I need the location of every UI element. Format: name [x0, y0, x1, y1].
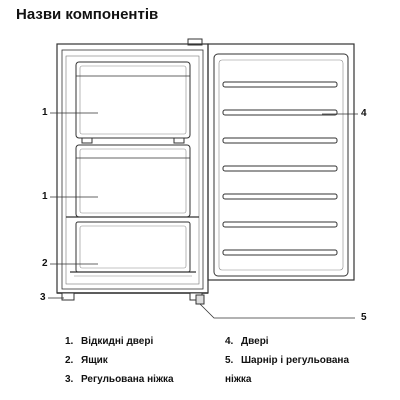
legend-item-flap-door: 1. Відкидні двері	[65, 332, 174, 351]
drawer-frame	[75, 221, 191, 273]
top-hinge	[187, 38, 203, 46]
door-gasket	[213, 53, 349, 277]
cabinet-body	[56, 38, 209, 294]
door-rib	[222, 249, 338, 256]
legend-number: 5.	[225, 355, 234, 366]
flap-door-middle	[66, 144, 199, 218]
flap-door-middle-inner	[79, 148, 187, 214]
legend-label: Регульована ніжка	[81, 374, 174, 385]
flap-door-top-hinge-right	[173, 137, 185, 144]
flap-door-top-frame	[75, 61, 191, 139]
legend-label-continued: ніжка	[225, 374, 252, 385]
legend-number: 3.	[65, 374, 74, 385]
callout-3: 3	[40, 292, 46, 303]
drawer	[70, 221, 196, 277]
legend-number: 4.	[225, 336, 234, 347]
flap-door-middle-frame	[75, 144, 191, 218]
adjustable-feet	[61, 292, 205, 305]
diagram-title: Назви компонентів	[16, 6, 159, 23]
door-rib	[222, 221, 338, 228]
cabinet-inner-frame	[61, 49, 204, 290]
cabinet-liner	[65, 55, 200, 285]
legend-label: Двері	[241, 336, 269, 347]
door-inner-liner	[218, 59, 344, 271]
door-rib	[222, 137, 338, 144]
front-left-foot	[61, 292, 75, 301]
door-outer-frame	[207, 43, 355, 281]
drawer-inner	[79, 225, 187, 269]
door-rib	[222, 109, 338, 116]
legend-right: 4. Двері 5. Шарнір і регульована ніжка	[225, 332, 349, 389]
callout-1-top: 1	[42, 107, 48, 118]
callout-4: 4	[361, 108, 367, 119]
legend-label: Відкидні двері	[81, 336, 154, 347]
legend-label: Ящик	[81, 355, 108, 366]
flap-door-top-hinge-left	[81, 137, 93, 144]
door-rib	[222, 193, 338, 200]
legend-number: 2.	[65, 355, 74, 366]
leader-line-5	[199, 303, 355, 319]
legend-item-adjustable-foot: 3. Регульована ніжка	[65, 370, 174, 389]
flap-door-top-inner	[79, 65, 187, 135]
legend-item-hinge-foot: 5. Шарнір і регульована	[225, 351, 349, 370]
door-rib	[222, 165, 338, 172]
legend-item-door: 4. Двері	[225, 332, 349, 351]
leader-lines	[48, 112, 358, 319]
cabinet-outer-frame	[56, 43, 209, 294]
open-door	[207, 43, 355, 281]
legend-label: Шарнір і регульована	[241, 355, 350, 366]
callout-1-middle: 1	[42, 191, 48, 202]
bottom-hinge	[195, 294, 205, 305]
callout-2: 2	[42, 258, 48, 269]
legend-item-hinge-foot-continued: ніжка	[225, 370, 349, 389]
callout-5: 5	[361, 312, 367, 323]
door-ribs	[222, 81, 338, 256]
legend-left: 1. Відкидні двері 2. Ящик 3. Регульована ні…	[65, 332, 174, 389]
legend-number: 1.	[65, 336, 74, 347]
door-rib	[222, 81, 338, 88]
flap-door-top	[75, 61, 191, 144]
legend-item-drawer: 2. Ящик	[65, 351, 174, 370]
